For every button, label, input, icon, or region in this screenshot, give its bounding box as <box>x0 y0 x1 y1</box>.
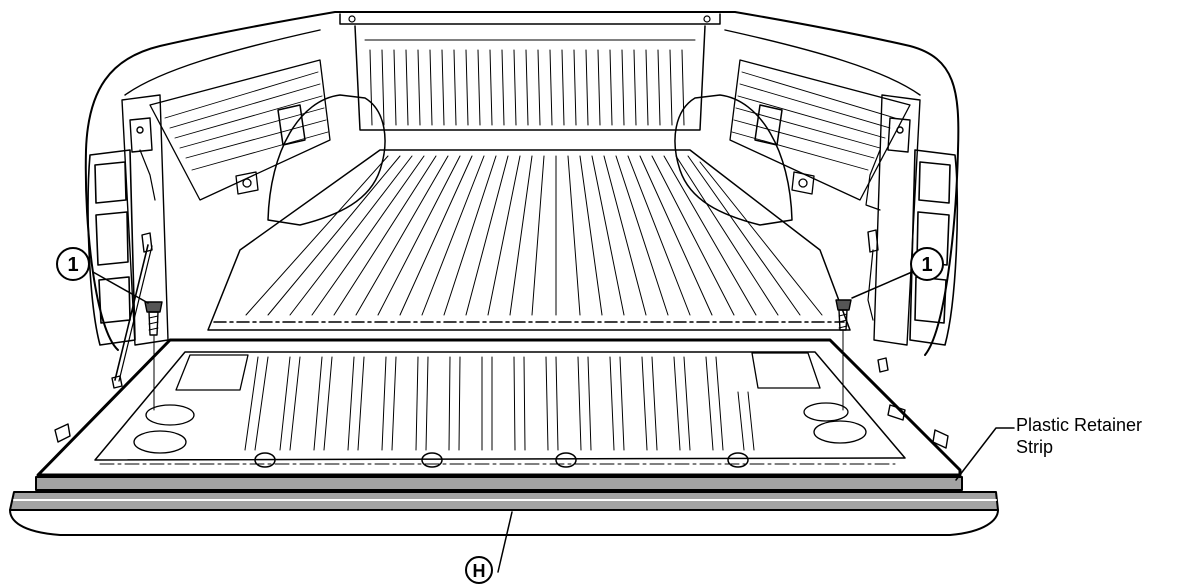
callout-right: 1 <box>910 247 944 281</box>
retainer-strip-label: Plastic Retainer Strip <box>1016 414 1142 458</box>
bed-floor-ribs <box>245 155 823 316</box>
tailgate-hinges <box>54 404 949 449</box>
retainer-strip-label-line2: Strip <box>1016 437 1054 457</box>
left-bolt <box>144 301 163 411</box>
tailgate-cups <box>133 402 867 454</box>
truck-bed <box>84 11 960 356</box>
tailgate-pegs <box>254 452 749 468</box>
bed-floor <box>207 149 851 331</box>
callout-bottom-text: H <box>473 561 486 581</box>
callout-right-text: 1 <box>921 254 932 276</box>
tailgate-recesses <box>175 352 821 391</box>
front-wall-ribs <box>369 49 685 126</box>
callout-bottom: H <box>465 556 493 584</box>
right-tail-lamp <box>909 149 959 346</box>
callout-left: 1 <box>56 247 90 281</box>
callout-left-text: 1 <box>67 254 78 276</box>
side-walls <box>149 59 911 201</box>
right-bolt <box>835 299 852 411</box>
leader-lines <box>92 271 1015 573</box>
plastic-retainer-strip <box>9 476 999 511</box>
tie-down-hooks <box>235 171 815 195</box>
tailgate-inner <box>94 351 906 465</box>
left-pillar <box>111 94 169 389</box>
retainer-strip-label-line1: Plastic Retainer <box>1016 415 1143 435</box>
left-tail-lamp <box>87 149 136 346</box>
wheel-wells <box>267 94 793 226</box>
tailgate-ribs <box>244 356 755 451</box>
